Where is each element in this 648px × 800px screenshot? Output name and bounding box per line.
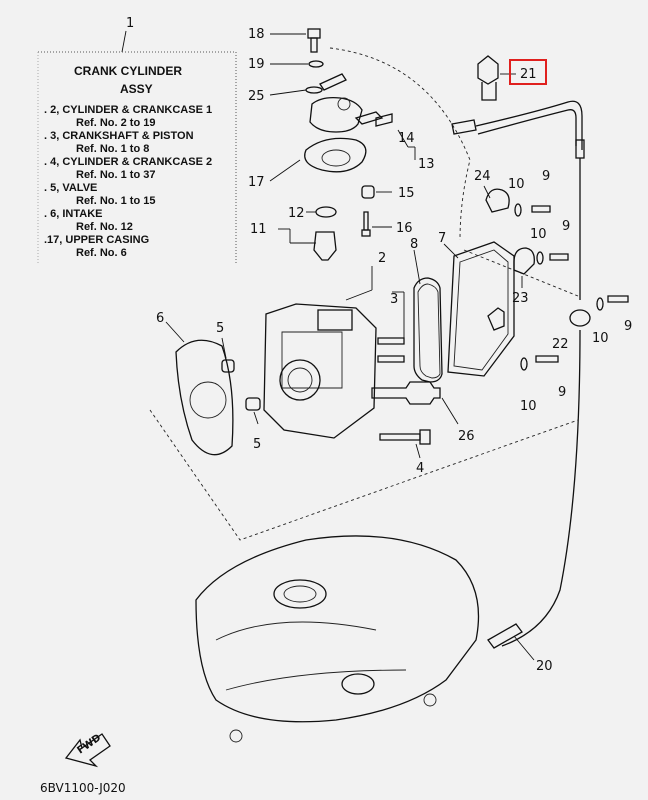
callout-26[interactable]: 26 bbox=[458, 429, 475, 444]
legend-title: CRANK CYLINDER bbox=[74, 64, 182, 78]
callout-11[interactable]: 11 bbox=[250, 222, 267, 237]
callout-9[interactable]: 9 bbox=[624, 319, 632, 334]
legend-item-ref: Ref. No. 1 to 15 bbox=[76, 195, 155, 207]
callout-14[interactable]: 14 bbox=[398, 131, 415, 146]
callout-23[interactable]: 23 bbox=[512, 291, 529, 306]
cable-bracket-group bbox=[483, 185, 629, 371]
callout-labels: 18 19 25 21 14 13 17 15 12 11 16 24 10 9… bbox=[156, 27, 632, 674]
callout-18[interactable]: 18 bbox=[248, 27, 265, 42]
legend-item-ref: Ref. No. 2 to 19 bbox=[76, 117, 155, 129]
legend-item-ref: Ref. No. 12 bbox=[76, 221, 133, 233]
callout-15[interactable]: 15 bbox=[398, 186, 415, 201]
legend-item-intake: . 6, INTAKE bbox=[44, 208, 102, 220]
callout-16[interactable]: 16 bbox=[396, 221, 413, 236]
cable-20 bbox=[475, 100, 585, 661]
forward-arrow-icon: FWD bbox=[64, 732, 111, 768]
callout-19[interactable]: 19 bbox=[248, 57, 265, 72]
callout-5[interactable]: 5 bbox=[253, 437, 261, 452]
legend-item-cylinder-crankcase-1: . 2, CYLINDER & CRANKCASE 1 bbox=[44, 104, 212, 116]
callout-5[interactable]: 5 bbox=[216, 321, 224, 336]
legend-item-ref: Ref. No. 6 bbox=[76, 247, 127, 259]
callout-13[interactable]: 13 bbox=[418, 157, 435, 172]
hose-14 bbox=[375, 113, 477, 160]
highlight-box bbox=[509, 59, 547, 85]
callout-17[interactable]: 17 bbox=[248, 175, 265, 190]
callout-9[interactable]: 9 bbox=[562, 219, 570, 234]
legend-subtitle: ASSY bbox=[120, 82, 153, 96]
clip-21 bbox=[477, 55, 547, 101]
crankcase-lower bbox=[195, 535, 480, 743]
callout-8[interactable]: 8 bbox=[410, 237, 418, 252]
callout-21[interactable]: 21 bbox=[520, 67, 537, 82]
legend-item-ref: Ref. No. 1 to 8 bbox=[76, 143, 149, 155]
diagram-code: 6BV1100-J020 bbox=[40, 781, 126, 795]
callout-3[interactable]: 3 bbox=[390, 292, 398, 307]
legend-item-valve: . 5, VALVE bbox=[44, 182, 97, 194]
callout-1[interactable]: 1 bbox=[126, 16, 134, 31]
legend-item-upper-casing: .17, UPPER CASING bbox=[44, 234, 149, 246]
valve-cover-group bbox=[413, 241, 515, 383]
callout-9[interactable]: 9 bbox=[542, 169, 550, 184]
callout-6[interactable]: 6 bbox=[156, 311, 164, 326]
callout-24[interactable]: 24 bbox=[474, 169, 491, 184]
callout-10[interactable]: 10 bbox=[530, 227, 547, 242]
callout-22[interactable]: 22 bbox=[552, 337, 569, 352]
callout-4[interactable]: 4 bbox=[416, 461, 424, 476]
legend-item-cylinder-crankcase-2: . 4, CYLINDER & CRANKCASE 2 bbox=[44, 156, 212, 168]
callout-7[interactable]: 7 bbox=[438, 231, 446, 246]
callout-20[interactable]: 20 bbox=[536, 659, 553, 674]
cylinder-block-group bbox=[165, 266, 459, 459]
callout-2[interactable]: 2 bbox=[378, 251, 386, 266]
thermostat-cover-group bbox=[269, 28, 392, 261]
assembly-legend: 1 CRANK CYLINDER ASSY . 2, CYLINDER & CR… bbox=[37, 16, 237, 265]
legend-item-crankshaft-piston: . 3, CRANKSHAFT & PISTON bbox=[44, 130, 194, 142]
callout-10[interactable]: 10 bbox=[592, 331, 609, 346]
callout-25[interactable]: 25 bbox=[248, 89, 265, 104]
legend-item-ref: Ref. No. 1 to 37 bbox=[76, 169, 155, 181]
fwd-label: FWD bbox=[75, 732, 103, 756]
callout-10[interactable]: 10 bbox=[520, 399, 537, 414]
callout-12[interactable]: 12 bbox=[288, 206, 305, 221]
callout-9[interactable]: 9 bbox=[558, 385, 566, 400]
callout-10[interactable]: 10 bbox=[508, 177, 525, 192]
